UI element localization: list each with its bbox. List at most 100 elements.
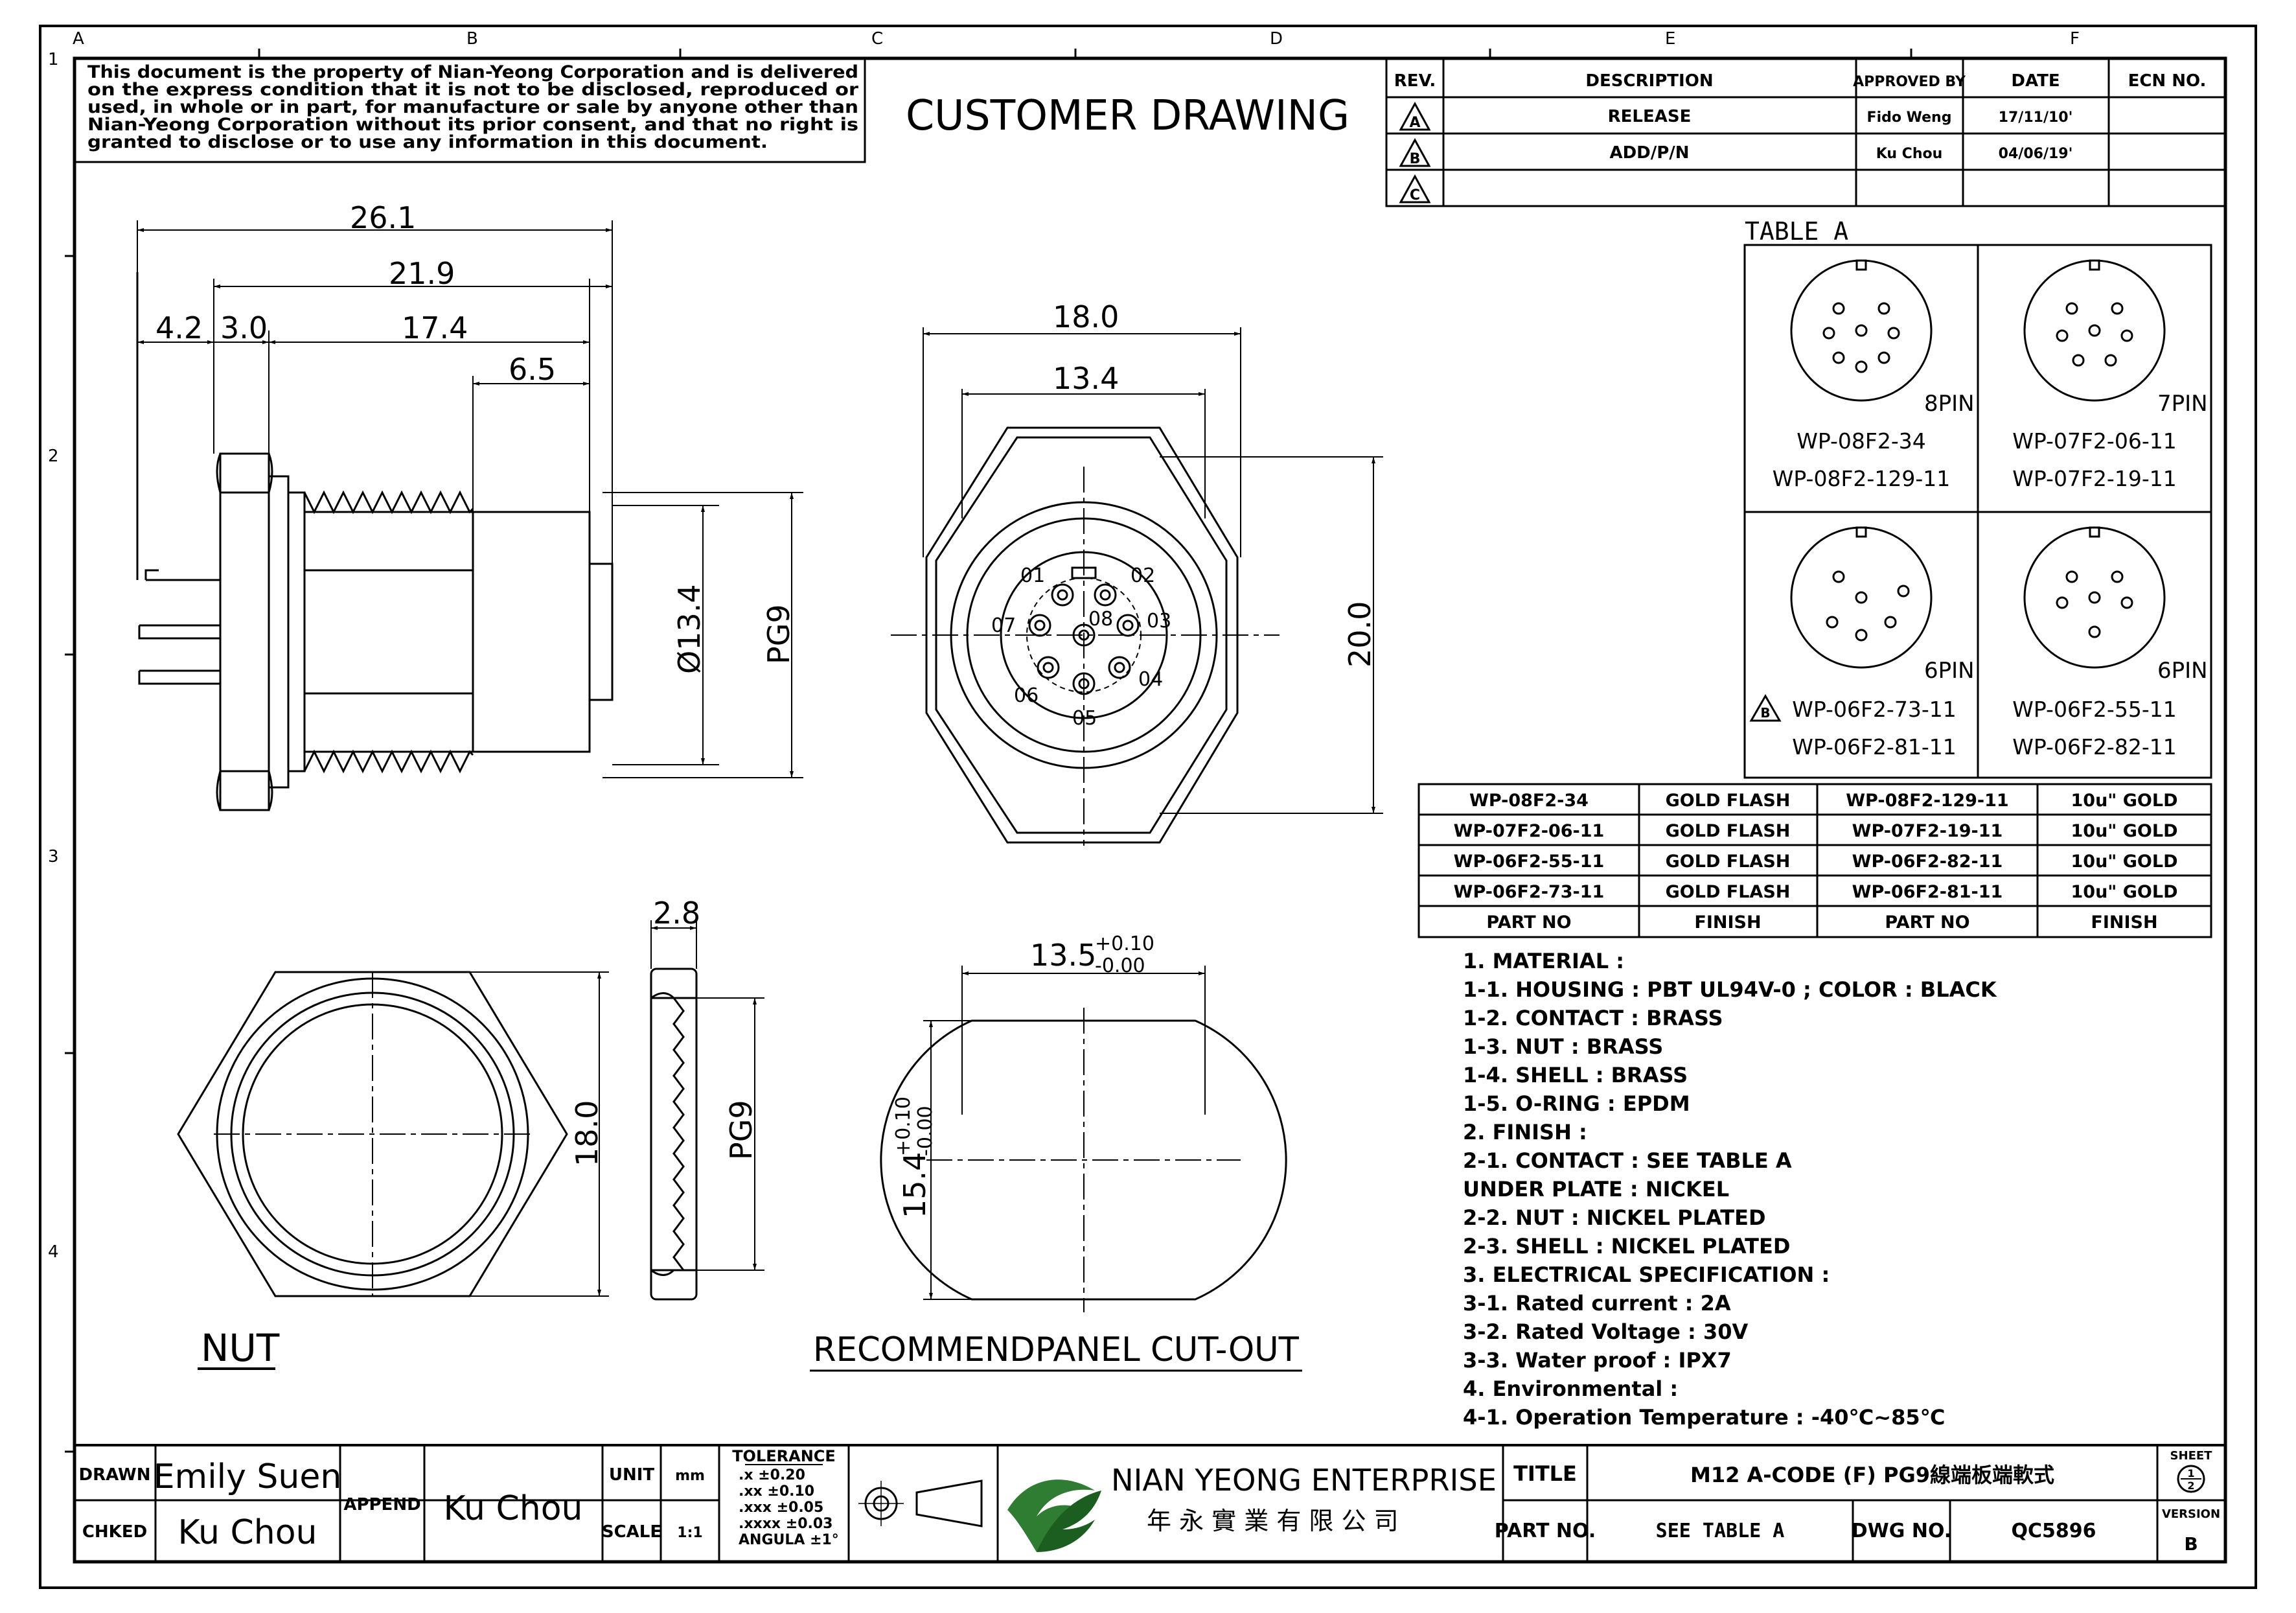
dim-cutout-width-tol-minus: -0.00 xyxy=(1095,955,1145,977)
rev-description: RELEASE xyxy=(1608,107,1692,126)
scale-label: SCALE xyxy=(602,1522,661,1542)
rev-header-approved: APPROVED BY xyxy=(1853,74,1966,90)
part-number: WP-08F2-34 xyxy=(1797,428,1926,454)
rev-date: 04/06/19' xyxy=(1999,146,2073,162)
rev-letter-c: C xyxy=(1410,187,1420,203)
dim-cutout-height: 15.4 xyxy=(897,1152,932,1218)
disclaimer-line: This document is the property of Nian-Ye… xyxy=(87,62,858,82)
table-a-title: TABLE A xyxy=(1745,217,1848,246)
nut-text: 18.0 2.8 PG9 NUT xyxy=(201,896,759,1370)
connector-face-7pin xyxy=(2023,259,2166,402)
note-line: 4-1. Operation Temperature : -40℃~85℃ xyxy=(1463,1405,1945,1430)
pin-number: 08 xyxy=(1088,608,1113,631)
frame-column-labels: A B C D E F 1 2 3 4 xyxy=(48,29,2080,1262)
part-no-value: SEE TABLE A xyxy=(1656,1520,1785,1542)
connector-face-6pin-a xyxy=(1790,526,1933,669)
row-label-1: 1 xyxy=(48,50,59,69)
pin-number: 02 xyxy=(1131,564,1155,587)
cutout-label: RECOMMENDPANEL CUT-OUT xyxy=(813,1330,1299,1369)
revision-b-marker-letter: B xyxy=(1760,705,1770,721)
rev-description: ADD/P/N xyxy=(1609,143,1689,163)
nut-side-view xyxy=(650,968,698,1301)
company-logo xyxy=(1007,1480,1101,1552)
drawn-label: DRAWN xyxy=(79,1465,151,1485)
title-label: TITLE xyxy=(1513,1461,1577,1486)
dim-thread-size: PG9 xyxy=(761,604,796,664)
unit-label: UNIT xyxy=(609,1465,655,1485)
drawn-by: Emily Suen xyxy=(154,1457,342,1496)
tolerance-title: TOLERANCE xyxy=(732,1447,836,1465)
table-a-part-numbers: WP-08F2-34 WP-08F2-129-11 WP-07F2-06-11 … xyxy=(1773,428,2177,760)
table-a-text: 8PIN 7PIN 6PIN 6PIN xyxy=(1924,391,2208,684)
finish-header: PART NO xyxy=(1885,912,1969,933)
finish-cell: WP-08F2-129-11 xyxy=(1846,791,2008,811)
tolerance-row: .xxx ±0.05 xyxy=(739,1500,823,1516)
unit-value: mm xyxy=(675,1468,705,1484)
pin-number: 07 xyxy=(991,614,1016,637)
col-label-a: A xyxy=(73,29,84,49)
dim-cutout-width-tol-plus: +0.10 xyxy=(1095,933,1154,955)
dim-pin-length: 4.2 xyxy=(155,310,203,345)
tolerance-row: ANGULA ±1° xyxy=(739,1532,839,1548)
panel-cutout-shape xyxy=(880,1019,1287,1301)
part-no-label: PART NO. xyxy=(1495,1520,1596,1542)
dim-total-length: 26.1 xyxy=(350,200,416,235)
pin-count-label: 6PIN xyxy=(2157,658,2208,684)
title-block-values: Emily Suen Ku Chou Ku Chou M12 A-CODE (F… xyxy=(154,1457,2198,1555)
revision-b-marker xyxy=(1749,694,1782,722)
dwg-no-label: DWG NO. xyxy=(1852,1520,1951,1542)
revision-table-text: REV. DESCRIPTION APPROVED BY DATE ECN NO… xyxy=(1394,71,2207,203)
col-label-e: E xyxy=(1665,29,1675,49)
finish-cell: WP-06F2-81-11 xyxy=(1852,882,2003,902)
page-heading: CUSTOMER DRAWING xyxy=(906,92,1349,140)
finish-cell: GOLD FLASH xyxy=(1666,882,1791,902)
finish-cell: GOLD FLASH xyxy=(1666,852,1791,872)
note-line: 1-4. SHELL : BRASS xyxy=(1463,1063,1688,1087)
disclaimer-line: on the express condition that it is not … xyxy=(87,80,859,100)
sheet-label: SHEET xyxy=(2170,1449,2213,1463)
part-number: WP-06F2-73-11 xyxy=(1792,697,1956,722)
rev-header-ecn: ECN NO. xyxy=(2128,71,2207,91)
sheet-total: 2 xyxy=(2187,1480,2194,1492)
pin-count-label: 7PIN xyxy=(2157,391,2208,417)
note-line: 1-2. CONTACT : BRASS xyxy=(1463,1006,1723,1030)
dim-hex-width: 18.0 xyxy=(1053,299,1119,334)
finish-cell: 10u" GOLD xyxy=(2071,821,2178,841)
dim-body-length: 21.9 xyxy=(389,256,455,291)
dim-thread-length: 17.4 xyxy=(402,310,468,345)
part-number: WP-08F2-129-11 xyxy=(1773,466,1950,491)
note-line: 3-1. Rated current : 2A xyxy=(1463,1291,1731,1316)
disclaimer-line: Nian-Yeong Corporation without its prior… xyxy=(87,115,858,135)
tolerance-block: TOLERANCE .x ±0.20 .xx ±0.10 .xxx ±0.05 … xyxy=(732,1447,839,1548)
side-view-dimension-text: 26.1 21.9 4.2 3.0 17.4 6.5 Ø13.4 PG9 xyxy=(155,200,796,674)
pin-number: 04 xyxy=(1138,668,1163,691)
append-label: APPEND xyxy=(343,1495,420,1514)
finish-cell: GOLD FLASH xyxy=(1666,821,1791,841)
pin-number: 06 xyxy=(1014,684,1039,707)
finish-table xyxy=(1418,783,2212,938)
company-name-chinese: 年 永 實 業 有 限 公 司 xyxy=(1147,1507,1399,1535)
revision-table xyxy=(1385,57,2227,207)
finish-header: FINISH xyxy=(2091,912,2157,933)
nut-dimensions xyxy=(470,920,764,1297)
front-view-dimensions xyxy=(923,327,1383,814)
sheet-number-symbol: 1 2 xyxy=(2177,1465,2205,1493)
dim-nut-thickness: 2.8 xyxy=(653,896,700,931)
finish-table-text: WP-08F2-34 GOLD FLASH WP-08F2-129-11 10u… xyxy=(1454,791,2178,933)
connector-face-6pin-b xyxy=(2023,526,2166,669)
checked-by: Ku Chou xyxy=(178,1513,317,1552)
pin-number: 03 xyxy=(1147,610,1171,632)
dwg-no-value: QC5896 xyxy=(2011,1520,2096,1542)
company-name: NIAN YEONG ENTERPRISE xyxy=(1111,1463,1497,1498)
projection-symbol xyxy=(858,1480,983,1527)
finish-cell: WP-07F2-06-11 xyxy=(1454,821,1605,841)
finish-cell: 10u" GOLD xyxy=(2071,882,2178,902)
dim-cutout-width: 13.5 xyxy=(1030,938,1096,973)
note-line: 2-3. SHELL : NICKEL PLATED xyxy=(1463,1234,1790,1259)
finish-header: FINISH xyxy=(1694,912,1761,933)
row-label-4: 4 xyxy=(48,1242,59,1262)
col-label-c: C xyxy=(871,29,883,49)
note-line: 2-1. CONTACT : SEE TABLE A xyxy=(1463,1148,1792,1173)
rev-letter-b: B xyxy=(1410,151,1421,167)
rev-approved: Fido Weng xyxy=(1867,110,1952,126)
